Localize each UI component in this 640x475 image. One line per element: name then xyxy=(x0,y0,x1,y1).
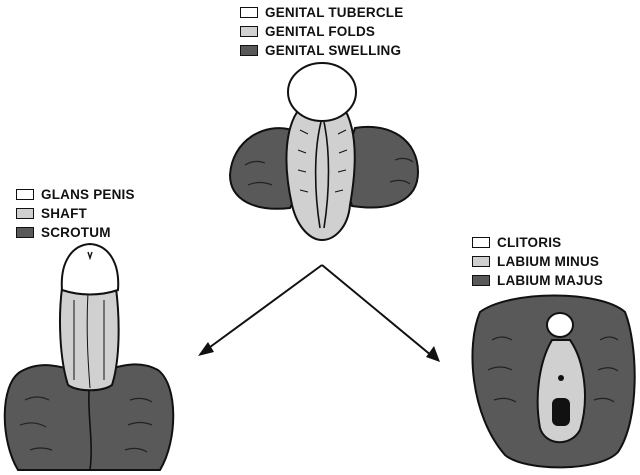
shaft-lines xyxy=(73,291,105,389)
urethral-meatus xyxy=(87,251,93,261)
legend-item-clitoris: CLITORIS xyxy=(472,233,603,252)
legend-item-labium-minus: LABIUM MINUS xyxy=(472,252,603,271)
legend-item-shaft: SHAFT xyxy=(16,204,135,223)
legend-item-genital-tubercle: GENITAL TUBERCLE xyxy=(240,3,403,22)
male-legend: GLANS PENIS SHAFT SCROTUM xyxy=(16,185,135,242)
female-legend: CLITORIS LABIUM MINUS LABIUM MAJUS xyxy=(472,233,603,290)
legend-item-genital-swelling: GENITAL SWELLING xyxy=(240,41,403,60)
scrotum-texture xyxy=(19,396,153,453)
clitoris xyxy=(546,312,574,338)
genital-tubercle xyxy=(287,62,357,122)
arrowhead-female xyxy=(426,346,440,362)
female-genitalia-illustration xyxy=(471,294,636,469)
indifferent-stage-legend: GENITAL TUBERCLE GENITAL FOLDS GENITAL S… xyxy=(240,3,403,60)
legend-swatch-dark xyxy=(240,45,258,56)
male-genitalia-illustration xyxy=(3,242,175,471)
legend-label: SHAFT xyxy=(41,206,87,221)
labium-minus xyxy=(536,339,586,444)
legend-swatch-medium xyxy=(472,256,490,267)
arrow-to-male xyxy=(205,264,323,351)
arrow-to-female xyxy=(321,264,433,357)
glans-penis xyxy=(60,242,120,296)
legend-item-labium-majus: LABIUM MAJUS xyxy=(472,271,603,290)
legend-label: GENITAL FOLDS xyxy=(265,24,376,39)
arrowhead-male xyxy=(198,342,214,356)
legend-swatch-light xyxy=(16,189,34,200)
legend-label: SCROTUM xyxy=(41,225,111,240)
swelling-texture xyxy=(244,157,414,186)
legend-swatch-light xyxy=(472,237,490,248)
genital-folds xyxy=(285,103,356,242)
legend-label: GENITAL TUBERCLE xyxy=(265,5,404,20)
legend-swatch-medium xyxy=(240,26,258,37)
legend-swatch-light xyxy=(240,7,258,18)
legend-label: CLITORIS xyxy=(497,235,562,250)
legend-label: LABIUM MAJUS xyxy=(497,273,603,288)
legend-swatch-dark xyxy=(472,275,490,286)
legend-label: GLANS PENIS xyxy=(41,187,135,202)
legend-item-genital-folds: GENITAL FOLDS xyxy=(240,22,403,41)
legend-label: LABIUM MINUS xyxy=(497,254,600,269)
fold-texture xyxy=(297,129,348,193)
legend-item-glans-penis: GLANS PENIS xyxy=(16,185,135,204)
vaginal-opening xyxy=(552,398,570,426)
labium-majus-texture xyxy=(487,336,619,403)
development-arrows xyxy=(198,264,440,362)
urethral-groove xyxy=(314,121,330,229)
genital-swelling-right xyxy=(346,125,420,209)
urethral-opening xyxy=(558,375,564,381)
legend-item-scrotum: SCROTUM xyxy=(16,223,135,242)
indifferent-genitalia-illustration xyxy=(228,62,420,242)
legend-swatch-dark xyxy=(16,227,34,238)
legend-label: GENITAL SWELLING xyxy=(265,43,402,58)
legend-swatch-medium xyxy=(16,208,34,219)
